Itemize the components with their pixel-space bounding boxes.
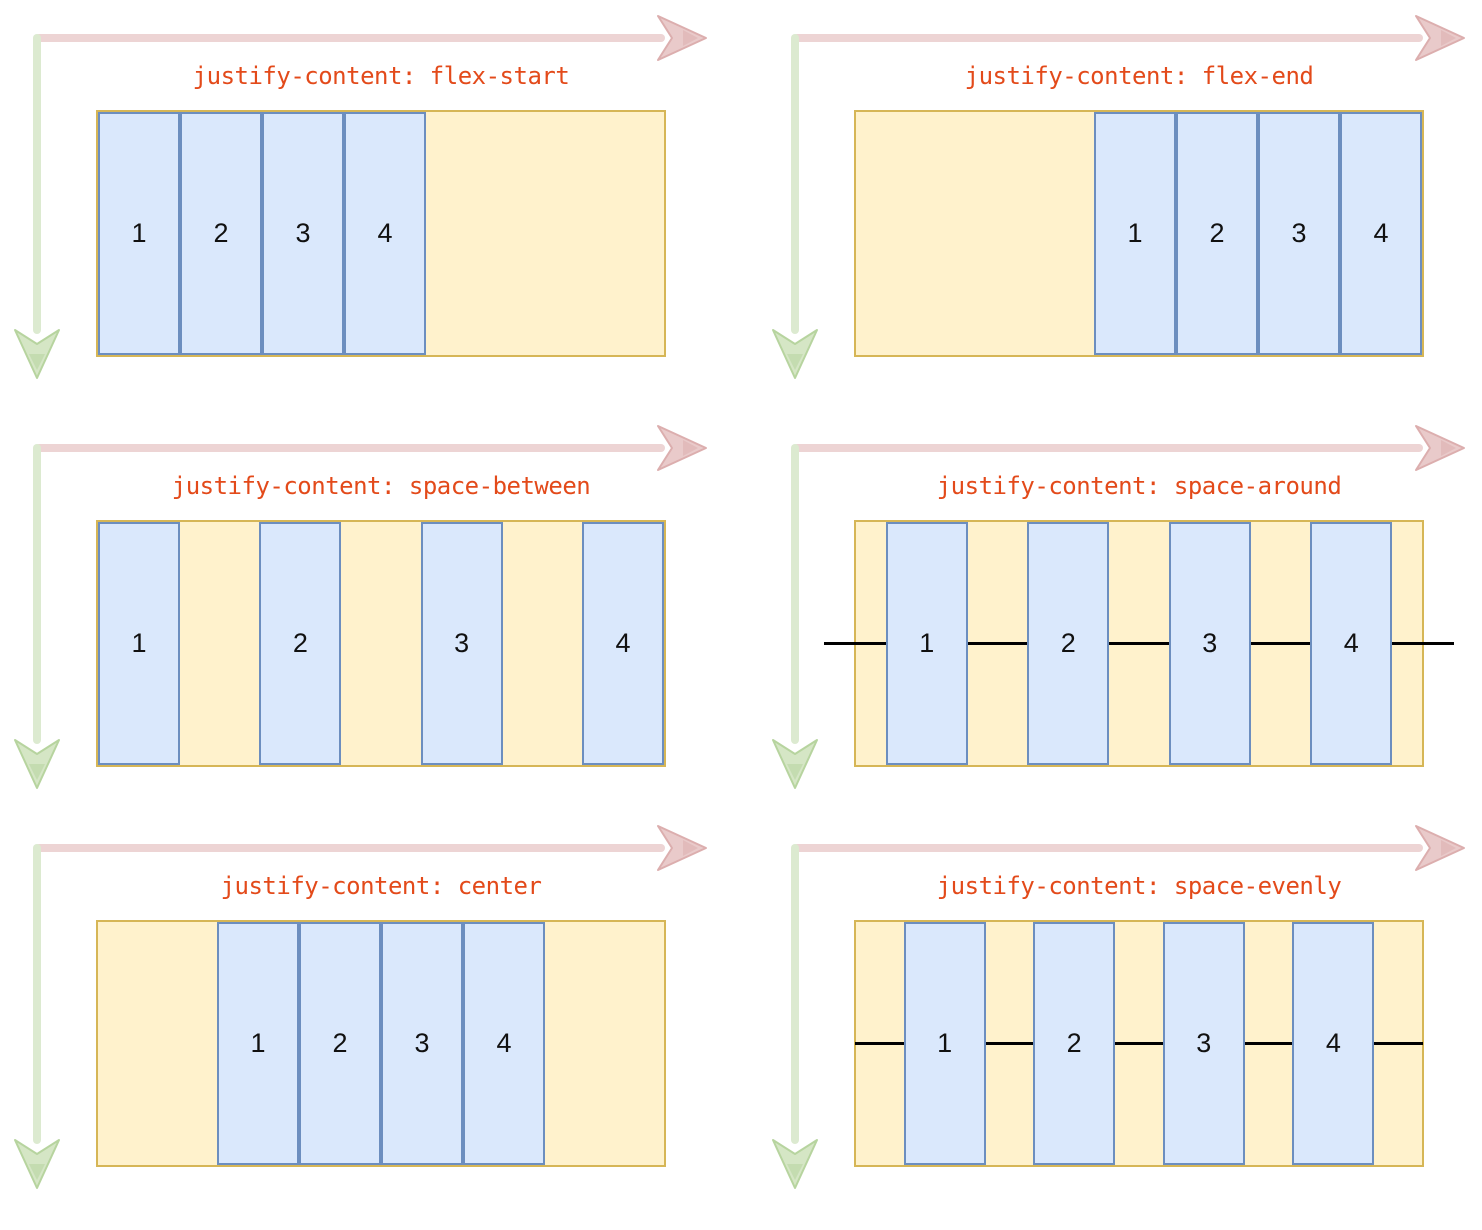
item-label: 1 xyxy=(131,218,147,248)
flex-item: 4 xyxy=(1292,922,1375,1165)
panel-space-between: justify-content: space-between 1 2 3 4 xyxy=(14,425,710,830)
cross-axis-arrow-icon xyxy=(772,844,818,1189)
panel-center: justify-content: center 1 2 3 4 xyxy=(14,825,710,1230)
main-axis-arrow-icon xyxy=(35,825,707,871)
flex-item: 3 xyxy=(1162,922,1245,1165)
item-label: 2 xyxy=(332,1028,348,1058)
flex-item: 1 xyxy=(98,112,180,355)
spacing-line xyxy=(824,641,1454,645)
flex-item: 4 xyxy=(463,922,545,1165)
flex-item: 3 xyxy=(262,112,344,355)
panel-title: justify-content: space-around xyxy=(936,472,1342,500)
item-label: 3 xyxy=(295,218,311,248)
cross-axis-arrow-icon xyxy=(14,444,60,789)
item-label: 4 xyxy=(615,628,631,658)
item-label: 2 xyxy=(292,628,308,658)
flex-item: 4 xyxy=(581,522,664,765)
flex-item: 2 xyxy=(299,922,381,1165)
flex-item: 2 xyxy=(1027,522,1110,765)
panel-space-around: justify-content: space-around 1 2 3 4 xyxy=(772,425,1468,830)
main-axis-arrow-icon xyxy=(793,425,1465,471)
item-label: 1 xyxy=(919,628,935,658)
item-label: 2 xyxy=(1066,1028,1082,1058)
panel-title: justify-content: flex-start xyxy=(192,62,570,90)
flex-container: 1 2 3 4 xyxy=(96,920,666,1167)
flex-container: 1 2 3 4 xyxy=(854,920,1424,1167)
item-label: 1 xyxy=(131,628,147,658)
panel-flex-end: justify-content: flex-end 1 2 3 4 xyxy=(772,15,1468,420)
flex-item: 4 xyxy=(1340,112,1422,355)
flex-item: 2 xyxy=(259,522,342,765)
item-label: 2 xyxy=(1209,218,1225,248)
item-label: 1 xyxy=(250,1028,266,1058)
cross-axis-arrow-icon xyxy=(14,34,60,379)
flex-item: 1 xyxy=(903,922,986,1165)
spacing-line xyxy=(855,1041,1423,1045)
item-label: 4 xyxy=(1343,628,1359,658)
item-label: 3 xyxy=(454,628,470,658)
flex-item: 3 xyxy=(381,922,463,1165)
flex-item: 1 xyxy=(885,522,968,765)
flex-item: 1 xyxy=(217,922,299,1165)
flex-item: 1 xyxy=(98,522,180,765)
item-label: 4 xyxy=(1325,1028,1341,1058)
panel-space-evenly: justify-content: space-evenly 1 2 3 4 xyxy=(772,825,1468,1230)
flex-item: 4 xyxy=(1310,522,1393,765)
flex-item: 3 xyxy=(1168,522,1251,765)
item-label: 3 xyxy=(1196,1028,1212,1058)
item-label: 3 xyxy=(414,1028,430,1058)
panel-title: justify-content: center xyxy=(220,872,542,900)
item-label: 1 xyxy=(937,1028,953,1058)
flex-container: 1 2 3 4 xyxy=(96,110,666,357)
flex-item: 3 xyxy=(420,522,503,765)
item-label: 3 xyxy=(1291,218,1307,248)
item-label: 2 xyxy=(1060,628,1076,658)
cross-axis-arrow-icon xyxy=(772,444,818,789)
main-axis-arrow-icon xyxy=(35,15,707,61)
panel-title: justify-content: space-evenly xyxy=(936,872,1342,900)
main-axis-arrow-icon xyxy=(793,15,1465,61)
main-axis-arrow-icon xyxy=(35,425,707,471)
panel-title: justify-content: flex-end xyxy=(964,62,1314,90)
flex-item: 1 xyxy=(1094,112,1176,355)
main-axis-arrow-icon xyxy=(793,825,1465,871)
flex-container: 1 2 3 4 xyxy=(824,520,1454,767)
flex-item: 2 xyxy=(1176,112,1258,355)
item-label: 4 xyxy=(377,218,393,248)
flex-item: 2 xyxy=(180,112,262,355)
item-label: 4 xyxy=(496,1028,512,1058)
cross-axis-arrow-icon xyxy=(14,844,60,1189)
cross-axis-arrow-icon xyxy=(772,34,818,379)
panel-flex-start: justify-content: flex-start 1 2 3 4 xyxy=(14,15,710,420)
item-label: 4 xyxy=(1373,218,1389,248)
item-label: 3 xyxy=(1202,628,1218,658)
flex-item: 3 xyxy=(1258,112,1340,355)
item-label: 2 xyxy=(213,218,229,248)
flex-container: 1 2 3 4 xyxy=(854,110,1424,357)
panel-title: justify-content: space-between xyxy=(171,472,591,500)
item-label: 1 xyxy=(1127,218,1143,248)
flex-item: 4 xyxy=(344,112,426,355)
flex-container: 1 2 3 4 xyxy=(96,520,666,767)
flex-item: 2 xyxy=(1033,922,1116,1165)
